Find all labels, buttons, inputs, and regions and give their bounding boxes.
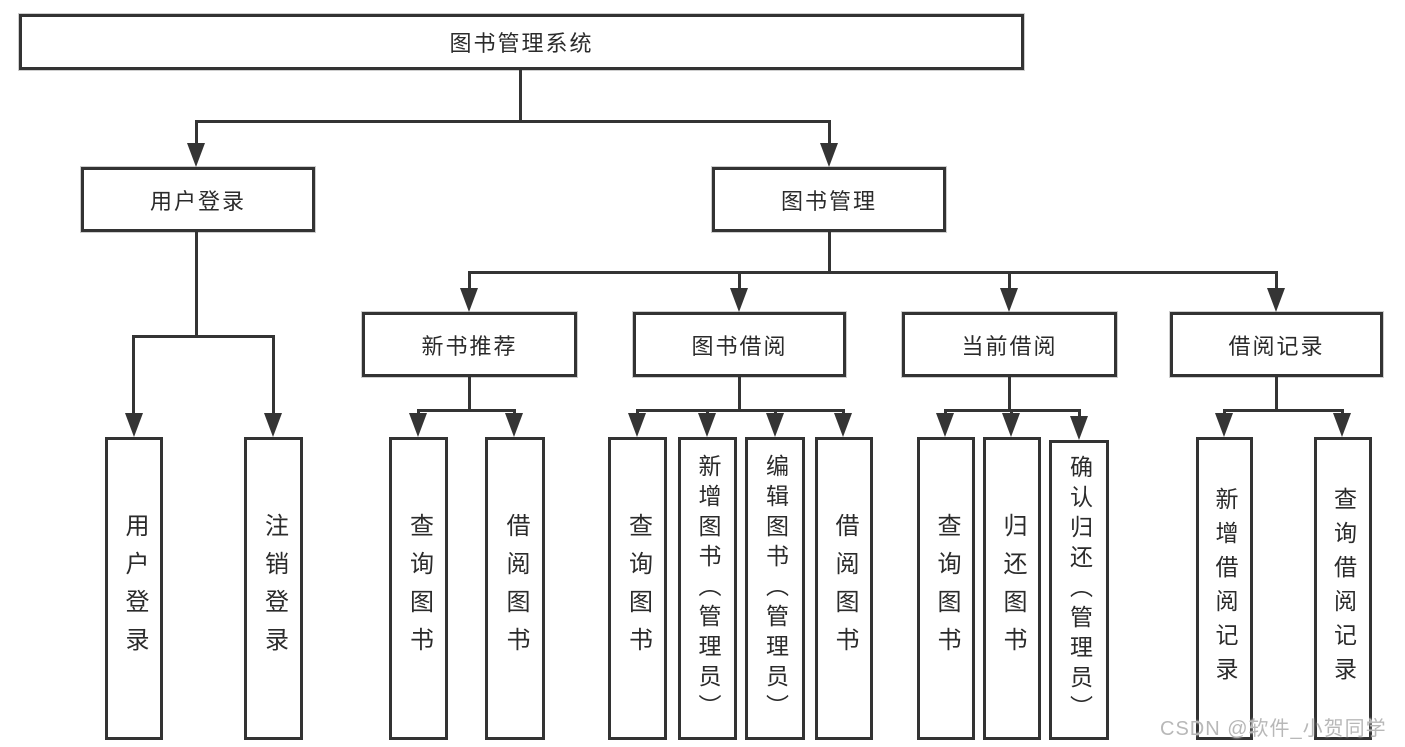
leaf-borrow-books-recommend: 借阅图书 (485, 437, 545, 740)
connector-line (468, 377, 471, 412)
leaf-label: 查询借阅记录 (1330, 486, 1357, 691)
connector-line (468, 271, 471, 295)
connector-line (738, 377, 741, 412)
node-borrow-records: 借阅记录 (1170, 312, 1383, 377)
arrowhead-down-icon (730, 288, 748, 312)
leaf-edit-books-admin: 编辑图书（管理员） (745, 437, 805, 740)
node-label: 图书管理 (780, 188, 877, 214)
connector-line (417, 409, 516, 412)
leaf-label: 借阅图书 (502, 512, 529, 665)
leaf-confirm-return-admin: 确认归还（管理员） (1049, 440, 1109, 740)
connector-line (519, 70, 522, 121)
node-label: 当前借阅 (961, 333, 1058, 359)
node-new-book-recommend: 新书推荐 (362, 312, 577, 377)
csdn-watermark: CSDN @软件_小贺同学 (1160, 718, 1387, 740)
leaf-label: 查询图书 (933, 512, 960, 665)
leaf-label: 用户登录 (121, 512, 148, 665)
leaf-add-borrow-record: 新增借阅记录 (1196, 437, 1253, 740)
connector-line (468, 271, 1278, 274)
node-label: 新书推荐 (421, 333, 518, 359)
connector-line (1008, 377, 1011, 412)
leaf-user-login: 用户登录 (105, 437, 163, 740)
connector-line (1008, 271, 1011, 295)
node-root-library-system: 图书管理系统 (19, 14, 1024, 70)
connector-line (1275, 271, 1278, 295)
leaf-borrow-books: 借阅图书 (815, 437, 873, 740)
leaf-query-books-borrow: 查询图书 (608, 437, 667, 740)
leaf-query-books-recommend: 查询图书 (389, 437, 448, 740)
node-current-borrow: 当前借阅 (902, 312, 1117, 377)
node-label: 图书管理系统 (449, 31, 594, 56)
leaf-label: 借阅图书 (831, 512, 858, 665)
connector-line (195, 232, 198, 337)
connector-line (636, 409, 844, 412)
arrowhead-down-icon (698, 413, 716, 437)
leaf-add-books-admin: 新增图书（管理员） (678, 437, 737, 740)
connector-line (828, 232, 831, 274)
arrowhead-down-icon (820, 143, 838, 167)
leaf-query-books-current: 查询图书 (917, 437, 975, 740)
arrowhead-down-icon (264, 413, 282, 437)
node-book-management: 图书管理 (712, 167, 946, 232)
node-user-login: 用户登录 (81, 167, 315, 232)
connector-line (132, 335, 135, 420)
arrowhead-down-icon (1070, 416, 1088, 440)
leaf-label: 查询图书 (624, 512, 652, 665)
arrowhead-down-icon (1002, 413, 1020, 437)
leaf-label: 注销登录 (260, 512, 288, 665)
connector-line (1275, 377, 1278, 412)
node-book-borrow: 图书借阅 (633, 312, 846, 377)
arrowhead-down-icon (628, 413, 646, 437)
arrowhead-down-icon (1333, 413, 1351, 437)
connector-line (1223, 409, 1343, 412)
leaf-label: 确认归还（管理员） (1066, 455, 1093, 725)
node-label: 用户登录 (149, 188, 246, 214)
connector-line (738, 271, 741, 295)
leaf-label: 新增借阅记录 (1212, 486, 1238, 691)
connector-line (195, 120, 198, 150)
leaf-label: 新增图书（管理员） (695, 453, 721, 724)
node-label: 借阅记录 (1228, 333, 1325, 359)
arrowhead-down-icon (187, 143, 205, 167)
arrowhead-down-icon (505, 413, 523, 437)
node-label: 图书借阅 (691, 333, 788, 359)
arrowhead-down-icon (1267, 288, 1285, 312)
leaf-label: 查询图书 (405, 512, 433, 665)
arrowhead-down-icon (1215, 413, 1233, 437)
arrowhead-down-icon (766, 413, 784, 437)
leaf-label: 编辑图书（管理员） (762, 453, 789, 724)
arrowhead-down-icon (834, 413, 852, 437)
arrowhead-down-icon (460, 288, 478, 312)
leaf-query-borrow-record: 查询借阅记录 (1314, 437, 1372, 740)
arrowhead-down-icon (125, 413, 143, 437)
arrowhead-down-icon (409, 413, 427, 437)
arrowhead-down-icon (1000, 288, 1018, 312)
leaf-label: 归还图书 (999, 512, 1026, 665)
leaf-return-books: 归还图书 (983, 437, 1041, 740)
connector-line (195, 120, 831, 123)
connector-line (272, 335, 275, 420)
connector-line (828, 120, 831, 150)
arrowhead-down-icon (936, 413, 954, 437)
connector-line (132, 335, 274, 338)
leaf-logout: 注销登录 (244, 437, 303, 740)
